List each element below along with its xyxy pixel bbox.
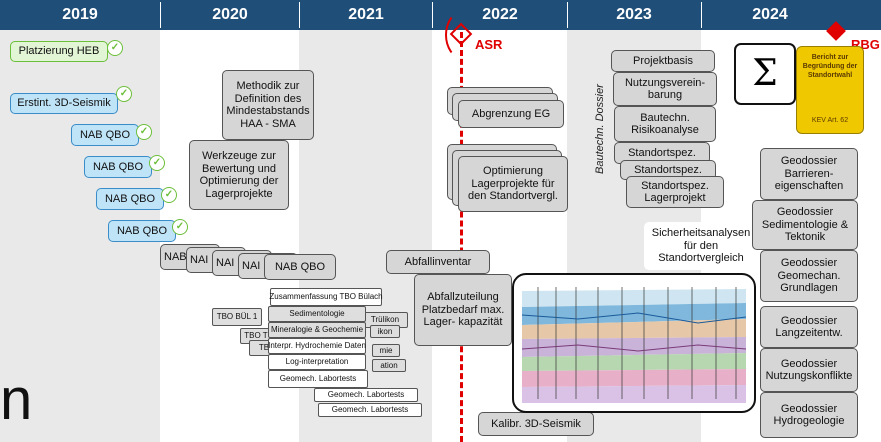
geodossier-barrieren-box: Geodossier Barrieren- eigenschaften (760, 148, 858, 200)
asr-label: ASR (475, 37, 503, 52)
tbo-back-label: mie (372, 344, 400, 357)
year-separator (160, 2, 161, 28)
risikoanalyse-box: Bautechn. Risikoanalyse (614, 106, 716, 142)
tbo-back-label: Geomech. Labortests (314, 388, 418, 402)
geodossier-langzeit-box: Geodossier Langzeitentw. (760, 306, 858, 348)
tbo-item-box: Sedimentologie (268, 306, 366, 322)
nab-qbo-box: NAB QBO (84, 156, 152, 178)
optimierung-box: Optimierung Lagerprojekte für den Stando… (458, 156, 568, 212)
tbo-back-label: Geomech. Labortests (318, 403, 422, 417)
check-icon: ✓ (161, 187, 177, 203)
report-box: Bericht zur Begründung der Standortwahl … (796, 46, 864, 134)
tbo-item-box: Mineralogie & Geochemie (268, 322, 366, 338)
tbo-item-box: Geomech. Labortests (268, 370, 368, 388)
bautechn-dossier-label: Bautechn. Dossier (594, 84, 606, 174)
geodossier-geomechan-box: Geodossier Geomechan. Grundlagen (760, 250, 858, 302)
nab-qbo-grey-box: NAB QBO (264, 254, 336, 280)
nab-qbo-box: NAB QBO (71, 124, 139, 146)
sigma-icon: Σ (734, 43, 796, 105)
tbo-item-box: Interpr. Hydrochemie Daten (268, 338, 366, 354)
year-2022: 2022 (482, 6, 518, 23)
geodossier-nutzungskonflikte-box: Geodossier Nutzungskonflikte (760, 348, 858, 392)
werkzeuge-box: Werkzeuge zur Bewertung und Optimierung … (189, 140, 289, 210)
year-separator (701, 2, 702, 28)
asr-milestone-line (460, 32, 463, 442)
check-icon: ✓ (116, 86, 132, 102)
standortspez-lagerprojekt-box: Standortspez. Lagerprojekt (626, 176, 724, 208)
erstint-3d-seismik-box: Erstint. 3D-Seismik (10, 93, 118, 114)
geological-profile-image (521, 283, 747, 403)
check-icon: ✓ (107, 40, 123, 56)
tbo-back-label: ikon (370, 325, 400, 338)
abfallinventar-box: Abfallinventar (386, 250, 490, 274)
tbo-back-label: ation (372, 359, 406, 372)
year-2024: 2024 (752, 6, 788, 23)
platzierung-heb-box: Platzierung HEB (10, 41, 108, 62)
report-kev: KEV Art. 62 (811, 117, 849, 124)
year-separator (432, 2, 433, 28)
abgrenzung-eg-box: Abgrenzung EG (458, 100, 564, 128)
year-separator (299, 2, 300, 28)
tbo-item-box: Log-interpretation (268, 354, 366, 370)
check-icon: ✓ (172, 219, 188, 235)
year-header: 2019 2020 2021 2022 2023 2024 (0, 0, 881, 30)
check-icon: ✓ (149, 155, 165, 171)
abfallzuteilung-box: Abfallzuteilung Platzbedarf max. Lager- … (414, 274, 512, 346)
projektbasis-box: Projektbasis (611, 50, 715, 72)
nab-qbo-box: NAB QBO (96, 188, 164, 210)
tbo-back-label: TBO BÜL 1 (212, 308, 262, 326)
geological-profile-callout (512, 273, 756, 413)
tbo-summary-box: Zusammenfassung TBO Bülach (269, 288, 383, 306)
year-2019: 2019 (62, 6, 98, 23)
geodossier-sedimentologie-box: Geodossier Sedimentologie & Tektonik (752, 200, 858, 250)
cropped-letter: n (0, 367, 33, 432)
nutzungsvereinbarung-box: Nutzungsverein- barung (613, 72, 717, 106)
report-text: Bericht zur Begründung der Standortwahl (802, 54, 858, 79)
geodossier-hydrogeologie-box: Geodossier Hydrogeologie (760, 392, 858, 438)
year-separator (567, 2, 568, 28)
kalibr-3d-seismik-box: Kalibr. 3D-Seismik (478, 412, 594, 436)
check-icon: ✓ (136, 124, 152, 140)
methodik-box: Methodik zur Definition des Mindestabsta… (222, 70, 314, 140)
year-2023: 2023 (616, 6, 652, 23)
year-2021: 2021 (348, 6, 384, 23)
sicherheitsanalysen-box: Sicherheitsanalysen für den Standortverg… (644, 222, 758, 270)
year-2020: 2020 (212, 6, 248, 23)
nab-qbo-box: NAB QBO (108, 220, 176, 242)
